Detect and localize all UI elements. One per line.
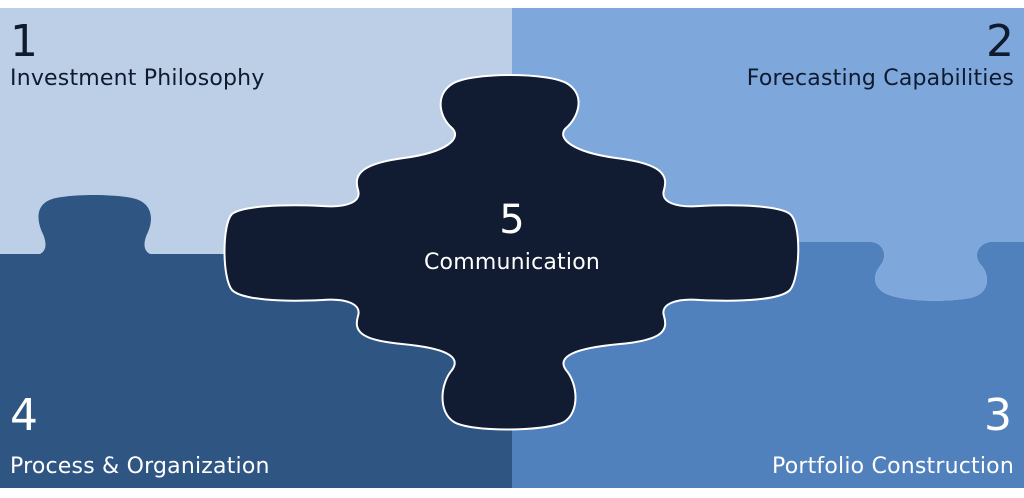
piece-5-label: Communication	[423, 250, 601, 275]
piece-4-number: 4	[10, 390, 38, 441]
piece-2-label: Forecasting Capabilities	[746, 66, 1014, 91]
piece-3-number: 3	[984, 390, 1012, 441]
piece-4-label: Process & Organization	[10, 454, 270, 479]
piece-2-number: 2	[986, 16, 1014, 67]
piece-3-label: Portfolio Construction	[772, 454, 1014, 479]
piece-5-number: 5	[499, 197, 525, 243]
piece-1-label: Investment Philosophy	[10, 66, 265, 91]
piece-1-number: 1	[10, 16, 38, 67]
piece-5-shape	[223, 74, 800, 431]
